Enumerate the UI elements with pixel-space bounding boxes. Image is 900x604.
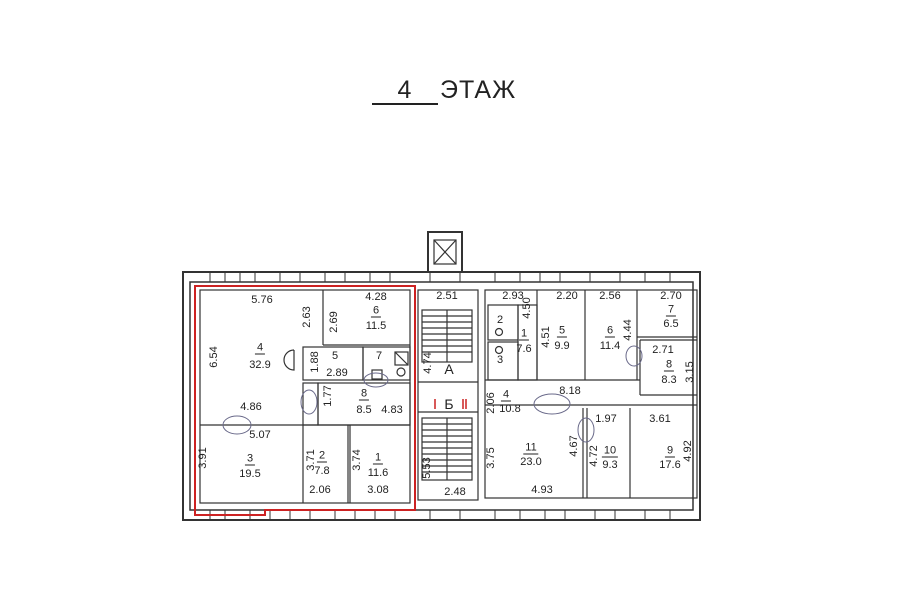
dimension: 3.61 (649, 413, 671, 425)
floor-label: ЭТАЖ (440, 76, 517, 104)
room-area: 9.3 (602, 459, 618, 471)
dimension: 4.83 (381, 404, 403, 416)
room-area: 11.4 (599, 340, 621, 352)
dimension: 4.51 (540, 326, 552, 348)
dimension: 2.48 (444, 486, 466, 498)
stair-b-label: Б (444, 396, 454, 412)
room-number: 8 (358, 387, 370, 401)
floor-number: 4 (372, 77, 438, 105)
room-number: 4 (500, 388, 512, 402)
room-number: 6 (370, 304, 382, 318)
stair-a-label: А (444, 361, 454, 377)
room-area: 9.9 (554, 340, 570, 352)
room-area: 8.5 (356, 404, 372, 416)
dimension: 4.72 (588, 445, 600, 467)
room-number: 5 (331, 350, 339, 362)
room-number: 2 (496, 314, 504, 326)
room-area: 23.0 (520, 456, 542, 468)
room-area: 7.6 (516, 343, 532, 355)
dimension: 4.93 (531, 484, 553, 496)
building-outline (182, 271, 701, 521)
room-area: 11.6 (367, 467, 389, 479)
dimension: 1.77 (322, 385, 334, 407)
dimension: 2.06 (309, 484, 331, 496)
dimension: 2.56 (599, 290, 621, 302)
dimension: 2.71 (652, 344, 674, 356)
room-area: 11.5 (365, 320, 387, 332)
dimension: 3.74 (351, 449, 363, 471)
room-number: 1 (372, 451, 384, 465)
dimension: 1.97 (595, 413, 617, 425)
room-area: 8.3 (661, 374, 677, 386)
dimension: 2.06 (485, 392, 497, 414)
dimension: 2.51 (436, 290, 458, 302)
dimension: 6.54 (208, 346, 220, 368)
dimension: 5.53 (421, 457, 433, 479)
dimension: 4.86 (240, 401, 262, 413)
dimension: 3.15 (684, 361, 696, 383)
room-number: 7 (375, 350, 383, 362)
room-number: 1 (518, 327, 530, 341)
dimension: 2.63 (301, 306, 313, 328)
room-area: 10.8 (499, 403, 521, 415)
room-number: 3 (496, 354, 504, 366)
room-number: 4 (254, 341, 266, 355)
dimension: 5.07 (249, 429, 271, 441)
dimension: 2.93 (502, 290, 524, 302)
room-area: 19.5 (239, 468, 261, 480)
room-number: 3 (244, 452, 256, 466)
dimension: 4.74 (422, 352, 434, 374)
dimension: 2.69 (328, 311, 340, 333)
left-unit-walls (199, 289, 411, 504)
room-number: 5 (556, 324, 568, 338)
room-area: 7.8 (314, 465, 330, 477)
dimension: 3.91 (197, 447, 209, 469)
room-area: 17.6 (659, 459, 681, 471)
dimension: 8.18 (559, 385, 581, 397)
room-number: 8 (663, 358, 675, 372)
unit-highlight-outline (194, 285, 416, 516)
room-number: 6 (604, 324, 616, 338)
dimension: 2.89 (326, 367, 348, 379)
dimension: 2.70 (660, 290, 682, 302)
room-number: 11 (523, 441, 539, 455)
room-number: 10 (601, 444, 619, 458)
staircase (417, 289, 479, 501)
dimension: 4.92 (682, 440, 694, 462)
dimension: 3.08 (367, 484, 389, 496)
dimension: 2.20 (556, 290, 578, 302)
elevator-shaft-icon (427, 231, 463, 273)
room-number: 9 (664, 444, 676, 458)
room-area: 32.9 (249, 359, 271, 371)
dimension: 1.88 (309, 351, 321, 373)
dimension: 4.44 (622, 319, 634, 341)
room-area: 6.5 (663, 318, 679, 330)
dimension: 4.67 (568, 435, 580, 457)
dimension: 5.76 (251, 294, 273, 306)
dimension: 3.75 (485, 447, 497, 469)
room-number: 7 (665, 303, 677, 317)
dimension: 4.28 (365, 291, 387, 303)
dimension: 4.50 (521, 297, 533, 319)
room-number: 2 (316, 449, 328, 463)
